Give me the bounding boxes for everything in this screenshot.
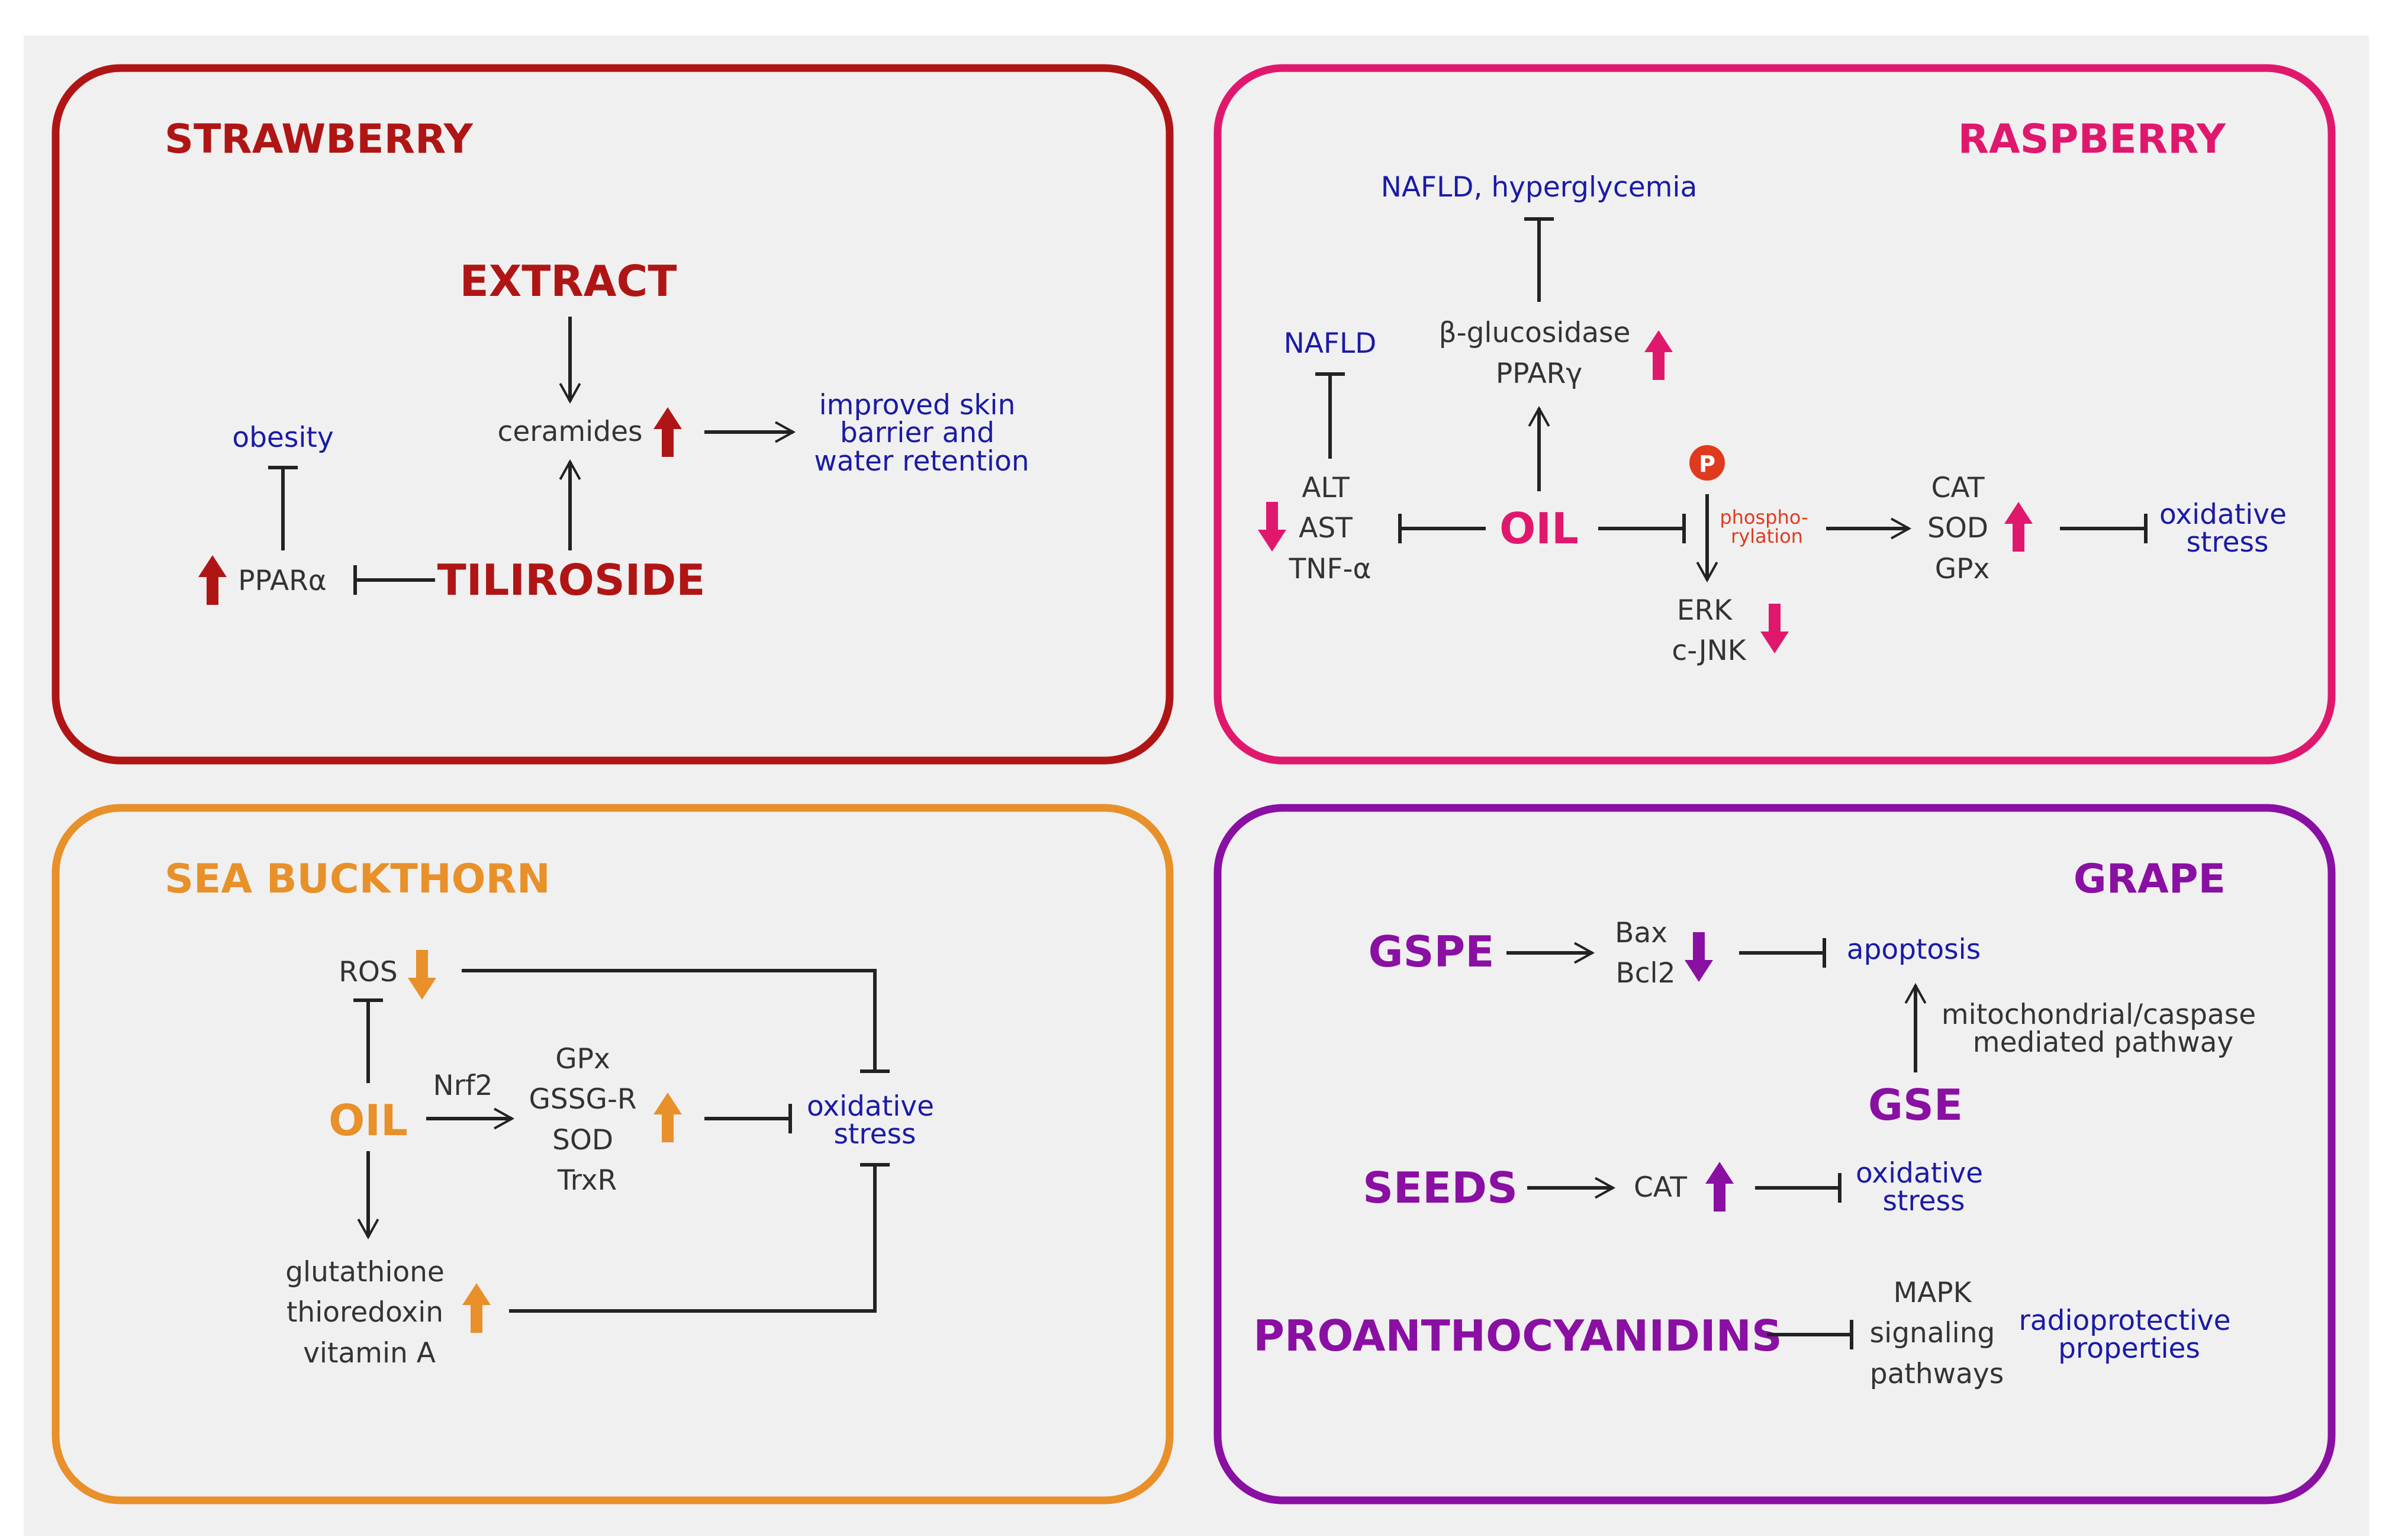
liver-markers-down-arrow [1258,502,1286,552]
sea-buckthorn-oil-label: OIL [329,1096,408,1145]
nafld-hyperglycemia-label: NAFLD, hyperglycemia [1381,171,1698,204]
ppara-up-arrow [198,555,227,605]
grape-panel [1213,804,2336,1504]
bax-inhibits-apoptosis [1739,938,1826,968]
enzymes-inhibit-nafld-hyperglycemia [1524,217,1554,302]
enzymes-inhibit-oxidative-stress [704,1104,792,1133]
tiliroside-inhibits-ppara [353,565,435,595]
enzymes-up-arrow-sb [653,1093,682,1142]
sea-buckthorn-title: SEA BUCKTHORN [165,856,550,903]
ros-down-arrow [408,950,436,1000]
antioxidants-up-arrow-sb [462,1283,491,1333]
raspberry-oil-label: OIL [1499,504,1579,553]
proanthocyanidins-inhibit-mapk [1767,1320,1853,1349]
antioxidants-inhibit-oxidative-stress [2060,514,2148,543]
grape-oxidative-stress-label: oxidative stress [1856,1157,1992,1217]
phosphate-badge-label: P [1699,451,1715,477]
phosphate-badge [1689,445,1725,481]
ros-to-oxidative-stress-connector [462,969,890,1073]
cat-sod-gpx-label: CAT SOD GPx [1927,472,1997,585]
gspe-label: GSPE [1369,927,1495,977]
raspberry-title: RASPBERRY [1958,116,2226,163]
raspberry-panel [1213,64,2336,765]
strawberry-title: STRAWBERRY [165,116,474,163]
erk-jnk-label: ERK c-JNK [1672,594,1746,667]
mitochondrial-pathway-label: mitochondrial/caspase mediated pathway [1942,998,2265,1059]
cat-inhibits-oxidative-stress [1755,1173,1842,1203]
ros-label: ROS [339,956,398,988]
sea-buckthorn-oxidative-stress-label: oxidative stress [807,1090,943,1151]
skin-barrier-label: improved skin barrier and water retentio… [814,389,1029,478]
liver-markers-label: ALT AST TNF-α [1289,472,1372,585]
ppara-inhibits-obesity [268,466,298,550]
sea-buckthorn-panel [51,804,1174,1504]
ceramides-up-arrow [653,407,682,457]
nrf2-label: Nrf2 [433,1069,493,1102]
kinases-down-arrow [1760,604,1789,653]
sea-buckthorn-enzymes-label: GPx GSSG-R SOD TrxR [529,1043,645,1197]
cat-label: CAT [1634,1171,1687,1204]
oil-inhibits-phosphorylation [1598,514,1686,543]
tiliroside-label: TILIROSIDE [437,555,706,605]
mapk-label: MAPK signaling pathways [1870,1277,2004,1390]
cat-up-arrow [1705,1162,1734,1212]
oil-inhibits-liver-markers [1398,514,1486,543]
seeds-label: SEEDS [1363,1163,1518,1213]
strawberry-panel [51,64,1174,765]
gse-label: GSE [1868,1080,1963,1130]
raspberry-oxidative-stress-label: oxidative stress [2159,498,2296,559]
obesity-label: obesity [232,421,333,454]
nafld-label: NAFLD [1284,327,1377,360]
bax-bcl2-down-arrow [1685,932,1713,982]
phosphorylation-label: phospho- rylation [1720,506,1814,547]
bax-bcl2-label: Bax Bcl2 [1615,917,1676,990]
ppara-label: PPARα [238,565,326,597]
ceramides-label: ceramides [498,415,643,448]
enzymes-up-arrow [1644,330,1673,380]
antioxidants-inhibit-oxidative-stress-sb [509,1163,890,1313]
antioxidants-up-arrow [2004,502,2033,552]
glucosidase-pparg-label: β-glucosidase PPARγ [1439,317,1640,390]
oil-inhibits-ros [353,998,383,1083]
extract-label: EXTRACT [460,256,677,306]
non-enzymatic-antioxidants-label: glutathione thioredoxin vitamin A [285,1256,453,1370]
markers-inhibit-nafld [1315,372,1345,459]
grape-title: GRAPE [2074,856,2226,903]
proanthocyanidins-label: PROANTHOCYANIDINS [1253,1311,1782,1361]
apoptosis-label: apoptosis [1847,933,1981,966]
radioprotective-label: radioprotective properties [2018,1304,2239,1365]
